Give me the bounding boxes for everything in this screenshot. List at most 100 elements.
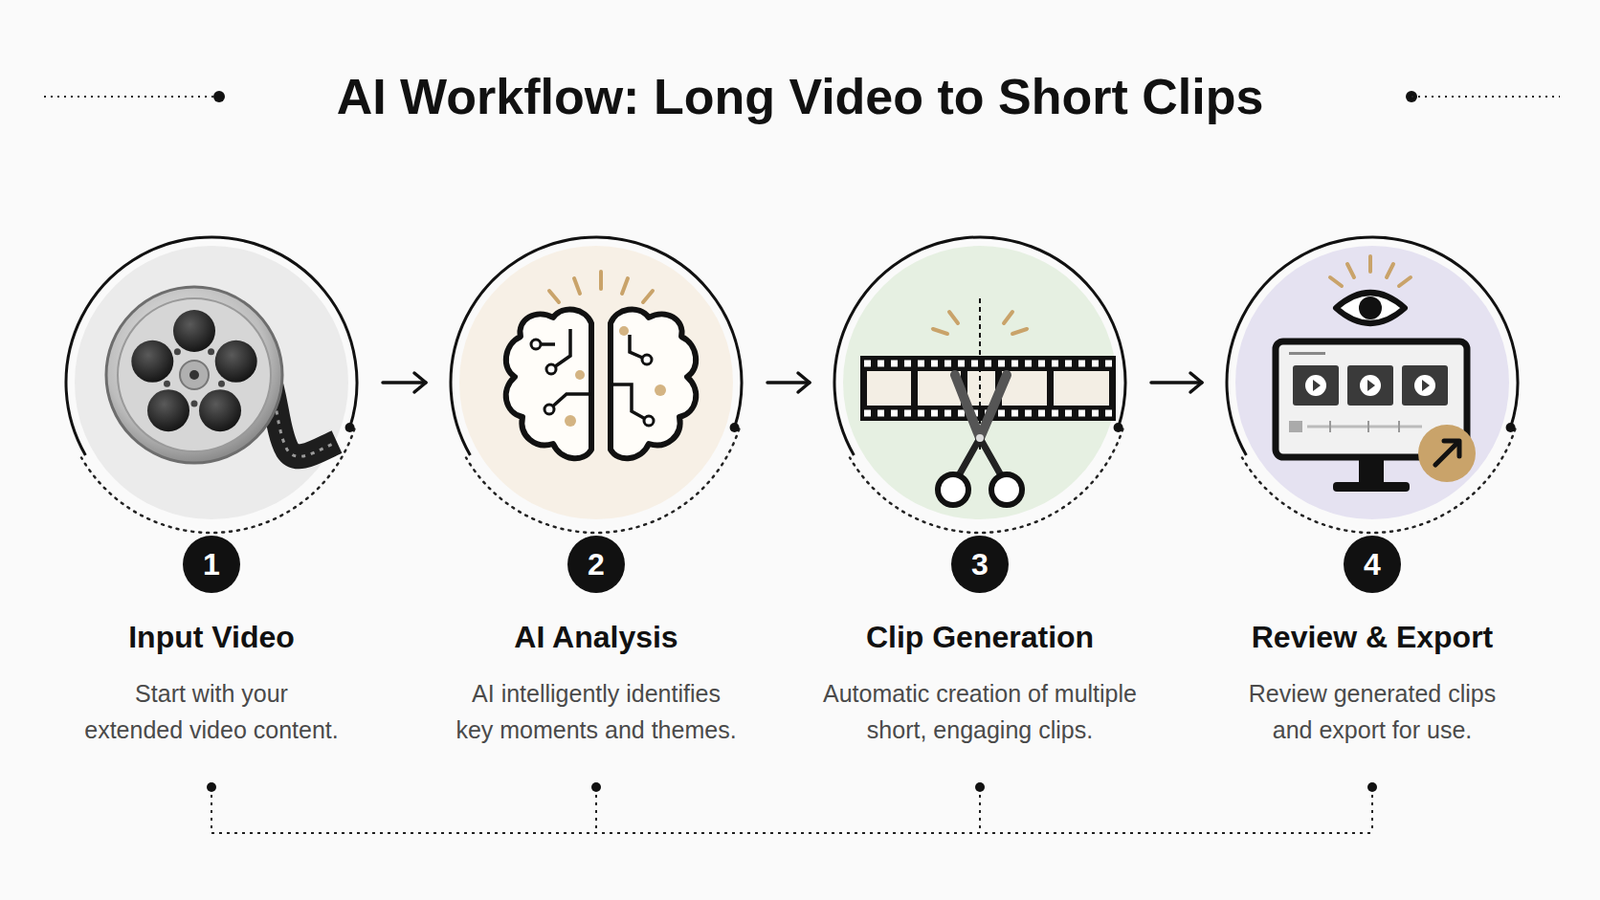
arrow-shaft [767, 380, 810, 385]
step-number-badge: 1 [182, 535, 241, 594]
circuit-node [642, 355, 652, 365]
reel-hole [173, 310, 216, 353]
step-ring [450, 237, 742, 456]
circuit-line [551, 329, 571, 370]
step-ring-dotted [466, 429, 739, 534]
timeline-tick [1398, 421, 1400, 433]
arrow-shaft [1151, 380, 1202, 385]
bracket-line [595, 787, 598, 834]
step-number: 1 [202, 547, 221, 582]
step-ring [1226, 237, 1518, 456]
title-dotted-line [44, 95, 220, 98]
video-tile [1401, 365, 1448, 406]
monitor-base [1333, 482, 1410, 492]
ray [949, 311, 958, 324]
step-number-badge: 4 [1343, 535, 1401, 594]
export-arrow-head [1444, 441, 1460, 457]
ray [1386, 264, 1394, 278]
step-ring-dot [730, 422, 740, 433]
reel-hole [147, 389, 190, 432]
play-button [1359, 375, 1381, 397]
ray [643, 290, 653, 303]
cut-line [978, 298, 981, 450]
reel-dot [191, 400, 199, 408]
circuit-line [629, 334, 647, 360]
bracket-dot [206, 782, 217, 793]
play-triangle [1422, 379, 1430, 392]
ray [933, 329, 948, 334]
eye-rays [1330, 256, 1411, 287]
reel-disk [117, 298, 271, 452]
flow-arrow [382, 373, 426, 393]
reel-axle [189, 370, 200, 380]
reel-hole [215, 340, 258, 383]
title-dot [213, 90, 225, 103]
timeline-block [1288, 421, 1303, 433]
step-ring-dot [1506, 422, 1516, 433]
ray [549, 290, 559, 303]
step-ring-dot [1113, 422, 1124, 433]
reel-dot [163, 380, 171, 388]
flow-arrow [767, 373, 810, 393]
ray [599, 271, 603, 289]
brain-dot [564, 415, 577, 427]
monitor-icon [1275, 256, 1476, 492]
step-ring-dotted [81, 429, 355, 534]
video-tile [1292, 365, 1339, 406]
ray [1399, 277, 1411, 287]
play-triangle [1312, 379, 1321, 392]
step-circle: Review & ExportReview generated clips an… [1223, 234, 1521, 532]
export-badge [1418, 424, 1476, 483]
scissor-blade [979, 375, 1007, 439]
screen-header [1288, 352, 1326, 356]
film-reel-icon [106, 287, 337, 464]
step-circle: Clip GenerationAutomatic creation of mul… [831, 234, 1129, 532]
scissor-arm [958, 438, 980, 476]
circuit-line [535, 342, 556, 347]
reel-hole [199, 389, 242, 432]
circuit-node [644, 416, 654, 426]
step-heading: Review & Export [1251, 620, 1494, 655]
brain-hemisphere [610, 309, 696, 459]
step-heading: Clip Generation [866, 620, 1094, 655]
ray [1003, 311, 1013, 324]
eye [1335, 292, 1405, 324]
step-circle: AI AnalysisAI intelligently identifies k… [447, 234, 745, 532]
step-description: Start with your extended video content. [83, 675, 340, 749]
film-frames [860, 371, 1116, 406]
ray [574, 278, 580, 294]
arrow-shaft [382, 380, 426, 385]
frame-divider [1109, 371, 1116, 406]
timeline-tick [1367, 421, 1370, 433]
video-tile [1347, 365, 1394, 406]
step-number: 2 [587, 547, 605, 582]
step-circle-outline [447, 234, 745, 532]
step-description: Review generated clips and export for us… [1233, 675, 1512, 749]
frame-divider [860, 371, 867, 406]
step-ring-dotted [1242, 429, 1515, 534]
brain-right [610, 309, 696, 459]
step-circle-outline [1223, 234, 1521, 532]
brain-left [506, 309, 592, 459]
brain-dot [619, 326, 629, 336]
scissor-pivot [976, 434, 984, 443]
ray [1368, 256, 1373, 272]
title-dotted-line [1411, 95, 1560, 98]
bracket-line [978, 787, 981, 834]
step-number-badge: 2 [567, 535, 625, 594]
step-circle: Input VideoStart with your extended vide… [63, 234, 360, 532]
arrow-head [1190, 373, 1202, 393]
step-circle-fill [459, 245, 734, 520]
step-circle-fill [74, 245, 349, 520]
play-button [1305, 375, 1327, 397]
timeline [1307, 425, 1423, 429]
brain-dot [575, 370, 585, 380]
bracket-line [210, 787, 213, 834]
reel-hole [131, 340, 174, 383]
brain-dot [654, 384, 667, 397]
reel-hub [179, 360, 209, 390]
step-ring-dot [345, 422, 356, 433]
step-ring-dotted [849, 429, 1123, 534]
step-ring [66, 237, 357, 456]
